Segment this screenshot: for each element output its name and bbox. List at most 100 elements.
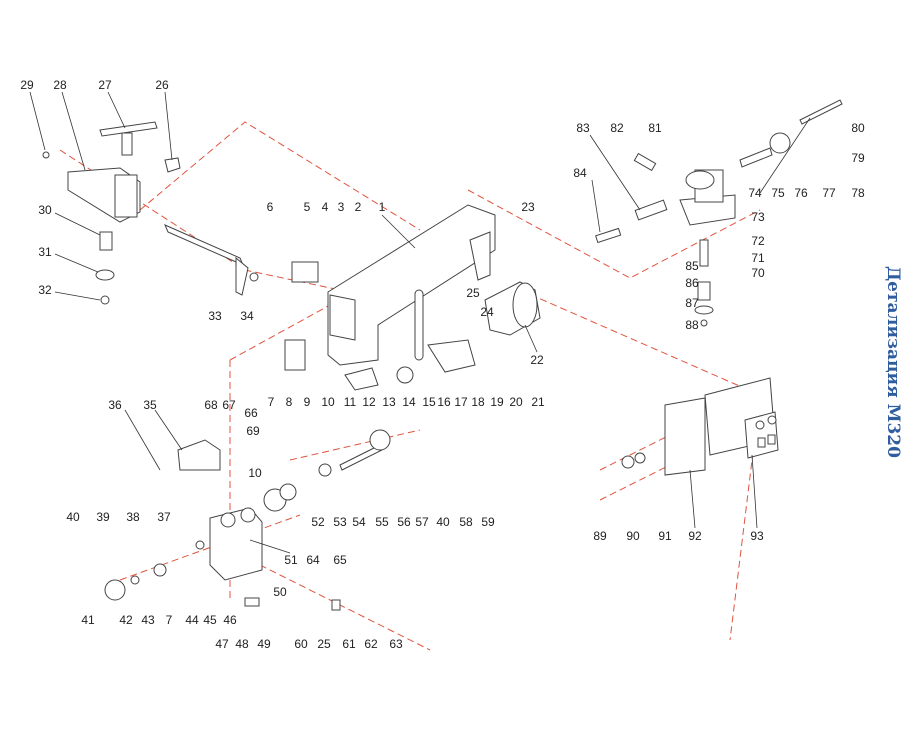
part-label-34: 34: [240, 309, 254, 323]
part-label-37: 37: [157, 510, 171, 524]
leader-lines: [29, 91, 811, 554]
part-label-55: 55: [375, 515, 389, 529]
part-label-65: 65: [333, 553, 347, 567]
part-label-21: 21: [531, 395, 545, 409]
part-label-57: 57: [415, 515, 429, 529]
part-label-48: 48: [235, 637, 249, 651]
part-label-89: 89: [593, 529, 607, 543]
part-label-70: 70: [751, 266, 765, 280]
part-label-40: 40: [66, 510, 80, 524]
part-label-86: 86: [685, 276, 699, 290]
switch-box-assembly: [621, 377, 779, 476]
part-label-38: 38: [126, 510, 140, 524]
part-label-92: 92: [688, 529, 702, 543]
part-label-81: 81: [648, 121, 662, 135]
part-label-2: 2: [354, 200, 362, 214]
part-label-23: 23: [521, 200, 535, 214]
part-label-69: 69: [246, 424, 260, 438]
part-label-29: 29: [20, 78, 34, 92]
part-label-4: 4: [321, 200, 329, 214]
part-label-78: 78: [851, 186, 865, 200]
part-label-35: 35: [143, 398, 157, 412]
tailstock-assembly: [595, 99, 843, 327]
part-label-31: 31: [38, 245, 52, 259]
part-label-32: 32: [38, 283, 52, 297]
part-label-63: 63: [389, 637, 403, 651]
part-label-43: 43: [141, 613, 155, 627]
part-label-1: 1: [378, 200, 386, 214]
part-label-7: 7: [267, 395, 275, 409]
part-label-39: 39: [96, 510, 110, 524]
part-label-62: 62: [364, 637, 378, 651]
part-label-76: 76: [794, 186, 808, 200]
part-label-91: 91: [658, 529, 672, 543]
part-label-64: 64: [306, 553, 320, 567]
part-label-22: 22: [530, 353, 544, 367]
part-label-56: 56: [397, 515, 411, 529]
diagram-title: Детализация M320: [883, 266, 903, 458]
part-label-44: 44: [185, 613, 199, 627]
part-label-71: 71: [751, 251, 765, 265]
part-label-88: 88: [685, 318, 699, 332]
part-label-25: 25: [466, 286, 480, 300]
part-label-58: 58: [459, 515, 473, 529]
lathe-bed: [284, 204, 496, 391]
part-label-85: 85: [685, 259, 699, 273]
part-label-42: 42: [119, 613, 133, 627]
part-label-15: 15: [422, 395, 436, 409]
part-label-90: 90: [626, 529, 640, 543]
part-label-46: 46: [223, 613, 237, 627]
part-label-14: 14: [402, 395, 416, 409]
tool-rest-assembly: [42, 121, 259, 305]
part-label-84: 84: [573, 166, 587, 180]
part-label-54: 54: [352, 515, 366, 529]
part-label-72: 72: [751, 234, 765, 248]
part-label-18: 18: [471, 395, 485, 409]
part-label-8: 8: [285, 395, 293, 409]
part-label-60: 60: [294, 637, 308, 651]
part-label-20: 20: [509, 395, 523, 409]
part-label-24: 24: [480, 305, 494, 319]
part-label-61: 61: [342, 637, 356, 651]
part-label-68: 68: [204, 398, 218, 412]
part-label-9: 9: [303, 395, 311, 409]
part-label-45: 45: [203, 613, 217, 627]
part-label-73: 73: [751, 210, 765, 224]
part-label-3: 3: [337, 200, 345, 214]
part-label-12: 12: [362, 395, 376, 409]
part-label-74: 74: [748, 186, 762, 200]
part-label-75: 75: [771, 186, 785, 200]
part-label-19: 19: [490, 395, 504, 409]
part-label-93: 93: [750, 529, 764, 543]
part-label-11: 11: [343, 395, 357, 409]
part-label-17: 17: [454, 395, 468, 409]
part-label-7: 7: [165, 613, 173, 627]
part-label-50: 50: [273, 585, 287, 599]
part-label-59: 59: [481, 515, 495, 529]
part-label-6: 6: [266, 200, 274, 214]
part-label-67: 67: [222, 398, 236, 412]
part-label-82: 82: [610, 121, 624, 135]
part-label-49: 49: [257, 637, 271, 651]
part-label-79: 79: [851, 151, 865, 165]
part-label-27: 27: [98, 78, 112, 92]
part-label-47: 47: [215, 637, 229, 651]
part-label-33: 33: [208, 309, 222, 323]
part-label-66: 66: [244, 406, 258, 420]
part-label-52: 52: [311, 515, 325, 529]
part-label-41: 41: [81, 613, 95, 627]
part-label-5: 5: [303, 200, 311, 214]
part-label-25: 25: [317, 637, 331, 651]
part-label-80: 80: [851, 121, 865, 135]
part-label-87: 87: [685, 296, 699, 310]
part-label-77: 77: [822, 186, 836, 200]
part-label-28: 28: [53, 78, 67, 92]
part-label-36: 36: [108, 398, 122, 412]
part-label-10: 10: [321, 395, 335, 409]
part-label-13: 13: [382, 395, 396, 409]
headstock-assembly: [104, 429, 391, 611]
motor-assembly: [396, 281, 541, 384]
part-label-16: 16: [437, 395, 451, 409]
